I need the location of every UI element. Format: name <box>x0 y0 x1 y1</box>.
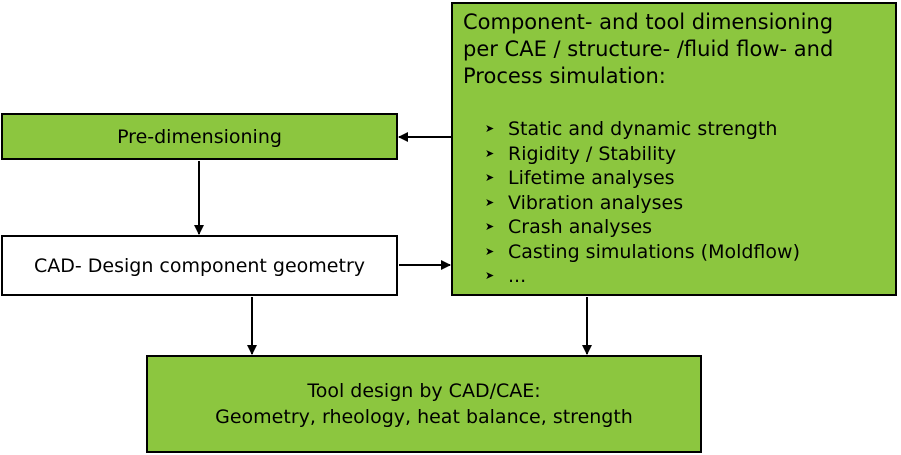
list-item: ➤ Casting simulations (Moldflow) <box>463 240 895 265</box>
cae-dimensioning-box: Component- and tool dimensioning per CAE… <box>451 2 897 296</box>
list-item-label: Vibration analyses <box>508 191 684 214</box>
cae-analysis-list: ➤ Static and dynamic strength ➤ Rigidity /… <box>463 117 895 289</box>
list-item-label: Static and dynamic strength <box>508 118 778 140</box>
cae-title: Component- and tool dimensioning per CAE… <box>463 9 895 90</box>
list-item: ➤ Static and dynamic strength <box>463 117 895 142</box>
list-item-label: Casting simulations (Moldflow) <box>508 240 800 263</box>
cad-design-label: CAD- Design component geometry <box>33 254 366 277</box>
tool-design-box: Tool design by CAD/CAE: Geometry, rheolo… <box>146 355 702 453</box>
arrow-bullet-icon: ➤ <box>485 146 495 160</box>
list-item: ➤ Rigidity / Stability <box>463 142 895 167</box>
tool-design-subtitle: Geometry, rheology, heat balance, streng… <box>215 406 633 428</box>
pre-dimensioning-box: Pre-dimensioning <box>1 113 398 160</box>
list-item-label: ... <box>508 265 527 287</box>
arrow-bullet-icon: ➤ <box>485 220 495 233</box>
tool-design-title: Tool design by CAD/CAE: <box>307 380 541 402</box>
pre-dimensioning-label: Pre-dimensioning <box>117 125 282 148</box>
arrow-bullet-icon: ➤ <box>485 122 495 135</box>
list-item: ➤ Crash analyses <box>463 215 895 240</box>
arrow-bullet-icon: ➤ <box>485 244 495 258</box>
arrow-bullet-icon: ➤ <box>485 195 495 209</box>
list-item: ➤ Vibration analyses <box>463 191 895 216</box>
list-item-label: Crash analyses <box>508 216 653 238</box>
list-item-label: Lifetime analyses <box>508 167 675 189</box>
arrow-bullet-icon: ➤ <box>485 171 495 184</box>
cae-title-line: per CAE / structure- /fluid flow- and <box>463 37 834 61</box>
cae-title-line: Component- and tool dimensioning <box>463 10 834 34</box>
cad-design-box: CAD- Design component geometry <box>1 235 398 296</box>
cae-title-line: Process simulation: <box>463 64 666 88</box>
list-item-label: Rigidity / Stability <box>508 142 677 165</box>
arrow-bullet-icon: ➤ <box>485 269 495 282</box>
list-item: ➤ Lifetime analyses <box>463 166 895 191</box>
list-item: ➤... <box>463 264 895 289</box>
